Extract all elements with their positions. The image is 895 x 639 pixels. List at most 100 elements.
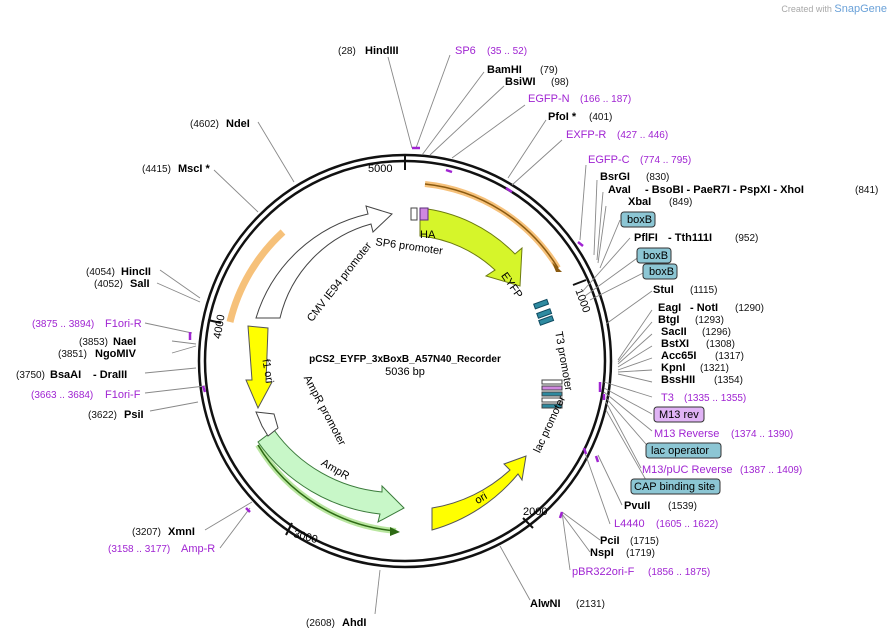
f1orir-primer-pos: (3875 .. 3894) xyxy=(32,319,94,330)
pfoi-pos: (401) xyxy=(589,112,612,123)
exfpr-primer-label[interactable]: EXFP-R xyxy=(566,129,606,141)
ampr-feature[interactable] xyxy=(257,429,405,523)
ampr-promoter-label: AmpR promoter xyxy=(301,373,348,447)
nspi-pos: (1719) xyxy=(626,548,655,559)
ha-mark xyxy=(419,207,429,221)
f1-ori-label: f1 ori xyxy=(259,358,275,384)
f1orif-primer-label[interactable]: F1ori-F xyxy=(105,389,141,401)
boxb-box-2[interactable] xyxy=(636,247,672,264)
hincii-label[interactable]: HincII xyxy=(121,266,151,278)
ahdi-pos: (2608) xyxy=(306,618,335,629)
pvuii-label[interactable]: PvuII xyxy=(624,500,650,512)
avai-pos: (841) xyxy=(855,185,878,196)
sali-label[interactable]: SalI xyxy=(130,278,150,290)
btgi-label[interactable]: BtgI xyxy=(658,314,679,326)
orange-arrowhead-right xyxy=(552,262,562,272)
boxb-mark-2 xyxy=(536,308,553,319)
eagi-label[interactable]: EagI xyxy=(658,302,681,314)
hincii-pos: (4054) xyxy=(86,267,115,278)
bsrgi-pos: (830) xyxy=(646,172,669,183)
bsrgi-label[interactable]: BsrGI xyxy=(600,171,630,183)
orange-highlight-left xyxy=(226,229,286,323)
avai-isoschizomers[interactable]: - BsoBI - PaeR7I - PspXI - XhoI xyxy=(645,184,804,196)
credit-prefix: Created with xyxy=(781,4,832,14)
ndei-label[interactable]: NdeI xyxy=(226,118,250,130)
boxb-box-3[interactable] xyxy=(642,263,678,280)
sp6-primer-label[interactable]: SP6 xyxy=(455,45,476,57)
bstxi-label[interactable]: BstXI xyxy=(661,338,689,350)
tick-label-2000: 2000 xyxy=(523,506,547,518)
bsaai-isoschizomer[interactable]: - DraIII xyxy=(93,369,127,381)
eagi-isoschizomer[interactable]: - NotI xyxy=(690,302,718,314)
ampr-primer-label[interactable]: Amp-R xyxy=(181,543,215,555)
pvuii-pos: (1539) xyxy=(668,501,697,512)
bsiwi-label[interactable]: BsiWI xyxy=(505,76,536,88)
sali-pos: (4052) xyxy=(94,279,123,290)
acc65i-label[interactable]: Acc65I xyxy=(661,350,696,362)
ngomiv-label[interactable]: NgoMIV xyxy=(95,348,137,360)
psii-label[interactable]: PsiI xyxy=(124,409,144,421)
m13rev-primer-label[interactable]: M13 Reverse xyxy=(654,428,719,440)
egfpn-primer-pos: (166 .. 187) xyxy=(580,94,631,105)
bsshii-label[interactable]: BssHII xyxy=(661,374,695,386)
plasmid-length: 5036 bp xyxy=(385,366,425,378)
cmv-promoter-feature[interactable] xyxy=(255,205,393,319)
stui-pos: (1115) xyxy=(690,285,717,296)
acc65i-pos: (1317) xyxy=(715,351,744,362)
hindiii-label[interactable]: HindIII xyxy=(365,45,399,57)
pbr322-primer-label[interactable]: pBR322ori-F xyxy=(572,566,635,578)
bsaai-label[interactable]: BsaAI xyxy=(50,369,81,381)
msci-label[interactable]: MscI * xyxy=(178,163,211,175)
naei-label[interactable]: NaeI xyxy=(113,336,136,348)
boxb-mark-3 xyxy=(538,315,555,326)
kpni-pos: (1321) xyxy=(700,363,729,374)
f1-ori-feature[interactable] xyxy=(245,325,273,410)
xmni-label[interactable]: XmnI xyxy=(168,526,195,538)
kpni-label[interactable]: KpnI xyxy=(661,362,685,374)
snapgene-credit: Created with SnapGene xyxy=(781,3,887,15)
tick-label-5000: 5000 xyxy=(368,163,392,175)
m13-rev-box-label: M13 rev xyxy=(659,409,699,421)
psii-pos: (3622) xyxy=(88,410,117,421)
ahdi-label[interactable]: AhdI xyxy=(342,617,366,629)
ampr-primer-pos: (3158 .. 3177) xyxy=(108,544,170,555)
pcii-label[interactable]: PciI xyxy=(600,535,620,547)
ampr-promoter-feature[interactable] xyxy=(255,411,279,437)
cap-binding-site-box-label: CAP binding site xyxy=(634,481,715,493)
m13-rev-box[interactable] xyxy=(653,406,705,423)
xmni-pos: (3207) xyxy=(132,527,161,538)
green-arrow xyxy=(257,444,397,532)
eyfp-feature[interactable] xyxy=(419,207,523,287)
primer-ticks xyxy=(188,146,606,519)
lac-operator-box[interactable] xyxy=(645,442,722,459)
ori-feature[interactable] xyxy=(431,455,527,531)
alwni-label[interactable]: AlwNI xyxy=(530,598,561,610)
egfpc-primer-label[interactable]: EGFP-C xyxy=(588,154,630,166)
avai-label[interactable]: AvaI xyxy=(608,184,631,196)
l4440-primer-pos: (1605 .. 1622) xyxy=(656,519,718,530)
boxb-box-3-label: boxB xyxy=(649,266,674,278)
bstxi-pos: (1308) xyxy=(706,339,735,350)
bsiwi-pos: (98) xyxy=(551,77,569,88)
t3-primer-label[interactable]: T3 xyxy=(661,392,674,404)
l4440-primer-label[interactable]: L4440 xyxy=(614,518,645,530)
bamhi-label[interactable]: BamHI xyxy=(487,64,522,76)
nspi-label[interactable]: NspI xyxy=(590,547,614,559)
stui-label[interactable]: StuI xyxy=(653,284,674,296)
xbai-label[interactable]: XbaI xyxy=(628,196,651,208)
pflfi-label[interactable]: PflFI xyxy=(634,232,658,244)
cap-binding-site-box[interactable] xyxy=(630,478,721,495)
f1orir-primer-label[interactable]: F1ori-R xyxy=(105,318,142,330)
sacii-label[interactable]: SacII xyxy=(661,326,687,338)
egfpn-primer-label[interactable]: EGFP-N xyxy=(528,93,570,105)
m13puc-primer-label[interactable]: M13/pUC Reverse xyxy=(642,464,732,476)
ha-label: HA xyxy=(420,229,436,241)
lac-promoter-label: lac promoter xyxy=(532,394,569,455)
pflfi-isoschizomer[interactable]: - Tth111I xyxy=(668,232,712,244)
m13puc-primer-pos: (1387 .. 1409) xyxy=(740,465,802,476)
pfoi-label[interactable]: PfoI * xyxy=(548,111,577,123)
tick-label-3000: 3000 xyxy=(292,528,319,546)
bsaai-pos: (3750) xyxy=(16,370,45,381)
boxb-box-1[interactable] xyxy=(620,211,656,228)
sp6-promoter-mark xyxy=(410,207,418,221)
